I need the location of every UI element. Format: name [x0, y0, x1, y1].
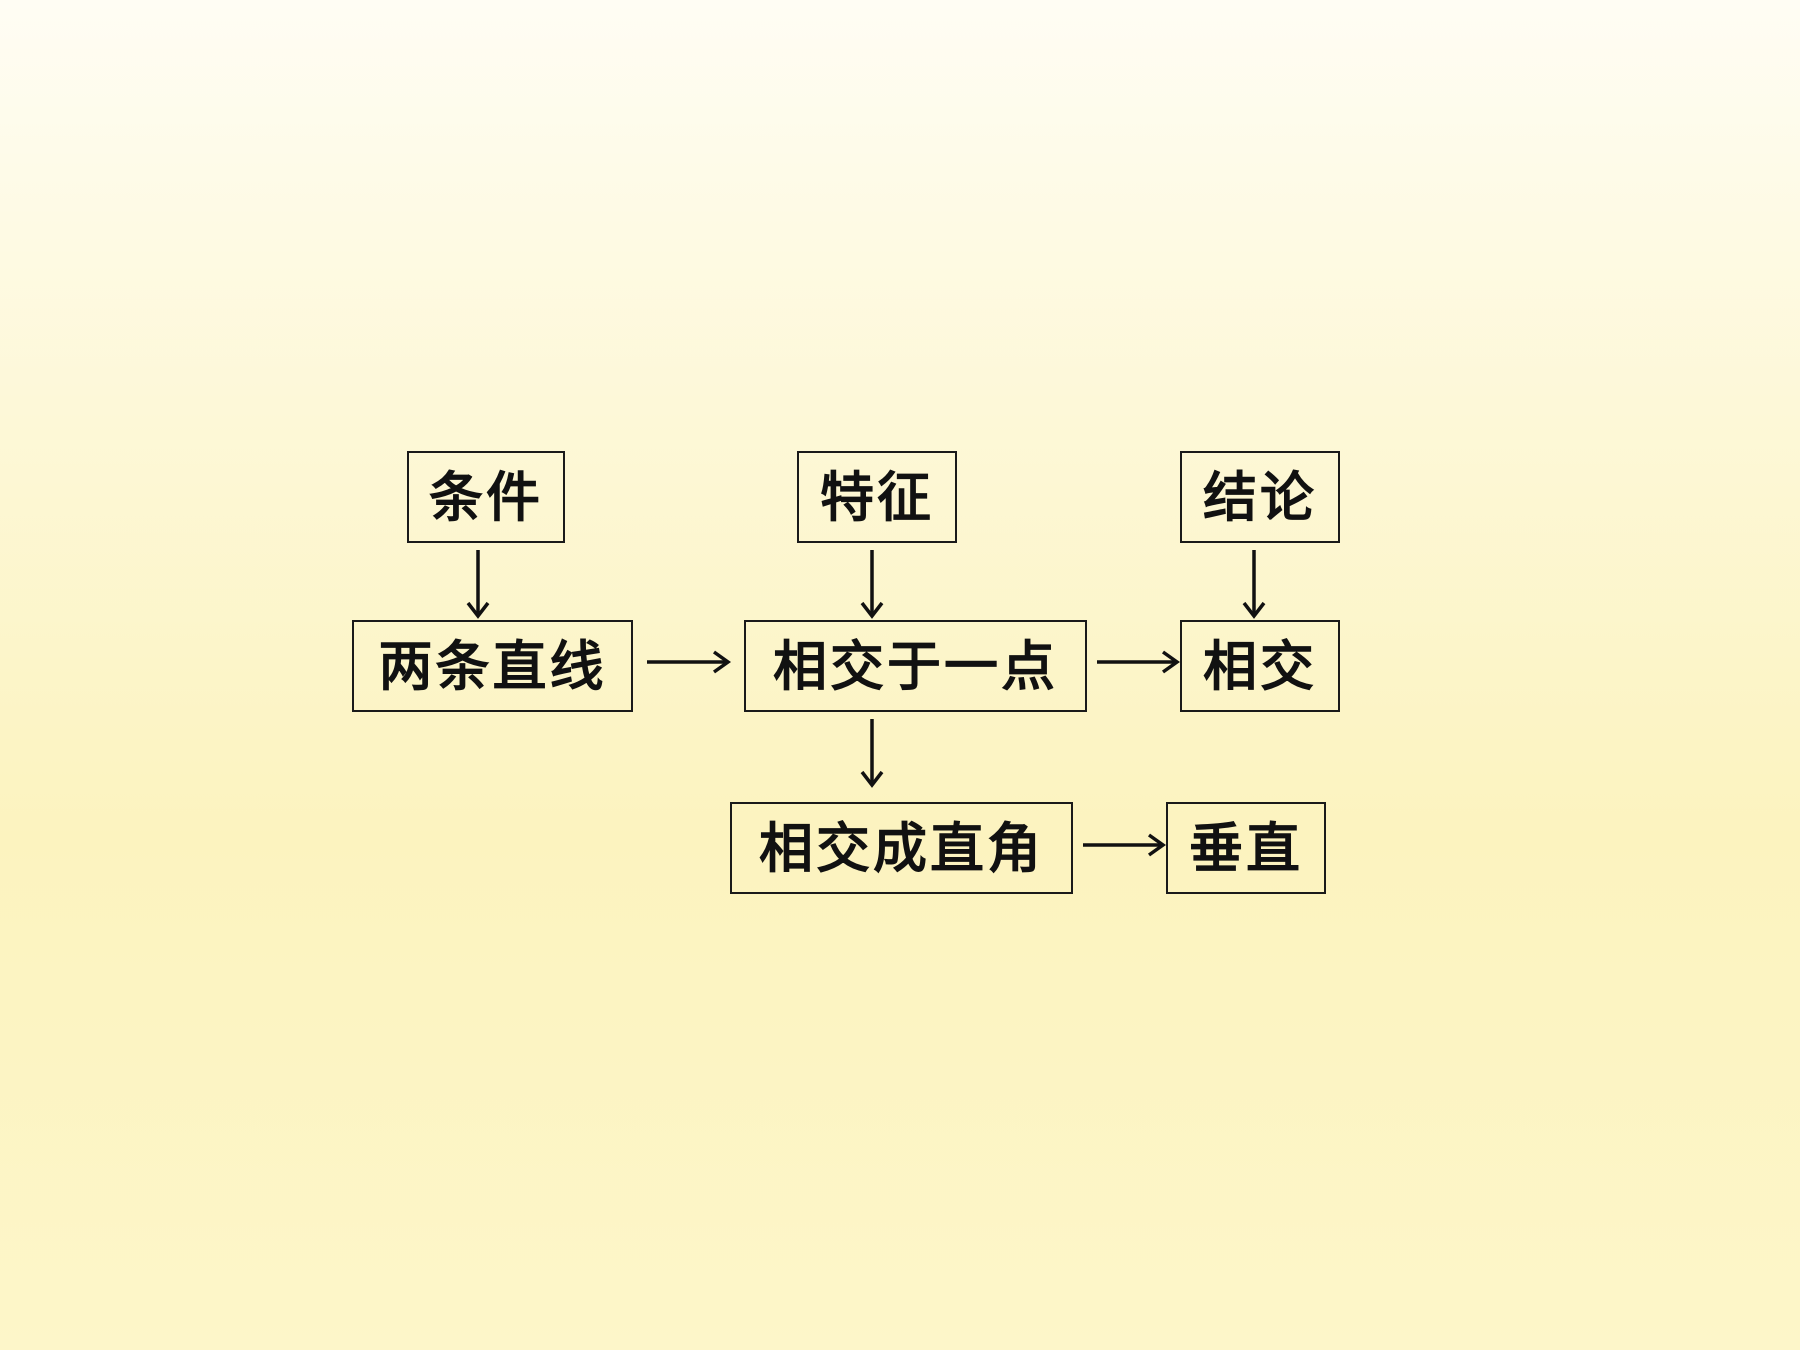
right-angle-intersect-box: 相交成直角	[730, 802, 1073, 894]
feature-header-box: 特征	[797, 451, 957, 543]
intersect-at-point-right-arrow	[1097, 650, 1181, 674]
feature-header-label: 特征	[820, 465, 934, 529]
intersect-label: 相交	[1203, 634, 1317, 698]
intersect-box: 相交	[1180, 620, 1340, 712]
conclusion-down-arrow	[1242, 550, 1266, 619]
condition-header-label: 条件	[429, 465, 543, 529]
condition-down-arrow	[466, 550, 490, 619]
conclusion-header-box: 结论	[1180, 451, 1340, 543]
intersect-at-point-down-arrow	[860, 719, 884, 788]
perpendicular-box: 垂直	[1166, 802, 1326, 894]
feature-down-arrow	[860, 550, 884, 619]
two-lines-right-arrow	[647, 650, 732, 674]
two-lines-box: 两条直线	[352, 620, 633, 712]
conclusion-header-label: 结论	[1203, 465, 1317, 529]
right-angle-right-arrow	[1083, 833, 1167, 857]
condition-header-box: 条件	[407, 451, 565, 543]
two-lines-label: 两条直线	[378, 634, 607, 698]
right-angle-intersect-label: 相交成直角	[759, 816, 1044, 880]
intersect-at-point-box: 相交于一点	[744, 620, 1087, 712]
intersect-at-point-label: 相交于一点	[773, 634, 1058, 698]
perpendicular-label: 垂直	[1189, 816, 1303, 880]
